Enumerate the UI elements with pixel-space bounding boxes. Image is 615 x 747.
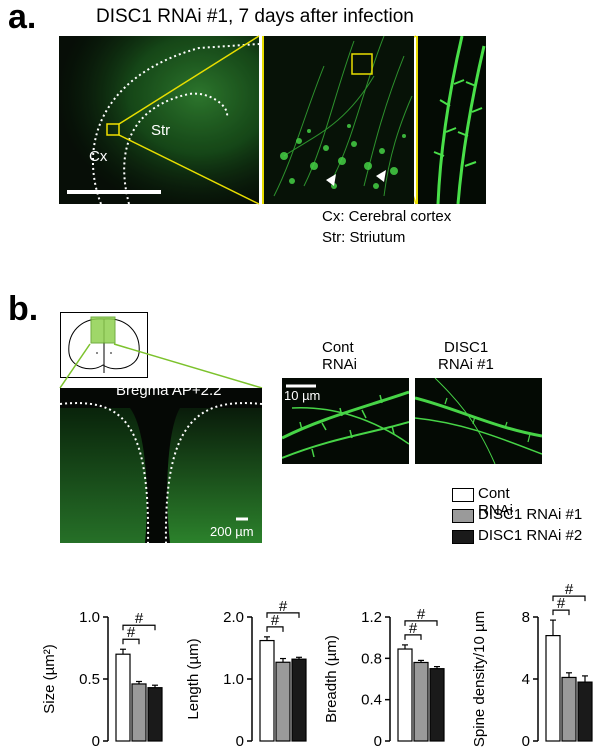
sig-bracket-2-0 xyxy=(404,634,422,640)
legend-swatch-disc1-1 xyxy=(452,509,474,523)
sig-bracket-0-1 xyxy=(122,624,156,631)
brain-section-image: Cx Str xyxy=(59,36,259,204)
y-axis-label-1: Length (µm) xyxy=(185,638,202,719)
y-tick-label-3-0: 0 xyxy=(522,733,530,747)
y-tick-label-2-0: 0 xyxy=(374,733,382,747)
bregma-label: Bregma AP+2.2 xyxy=(116,388,222,399)
neuron-svg xyxy=(264,36,414,204)
panel-a-title: DISC1 RNAi #1, 7 days after infection xyxy=(96,6,414,27)
disc-label-2: RNAi #1 xyxy=(438,356,494,373)
legend-label-disc1-1: DISC1 RNAi #1 xyxy=(478,506,583,523)
legend-label-disc1-2: DISC1 RNAi #2 xyxy=(478,527,583,544)
scale-200-label: 200 µm xyxy=(210,524,254,539)
dendrite-zoom-box xyxy=(351,53,373,75)
bar-1-1 xyxy=(275,661,291,742)
y-axis-label-3: Spine density/10 µm xyxy=(471,611,488,747)
sig-mark-0-1: # xyxy=(135,610,144,627)
arrowhead-left xyxy=(326,174,336,186)
sig-bracket-0-0 xyxy=(122,638,140,645)
bar-2-1 xyxy=(413,661,429,742)
dendrite-svg xyxy=(418,36,486,204)
y-tick-label-2-3: 1.2 xyxy=(361,609,382,626)
sig-mark-1-1: # xyxy=(279,598,288,615)
y-tick-label-0-1: 0.5 xyxy=(79,671,100,688)
cont-dendrite-svg xyxy=(282,378,409,464)
bar-2-2 xyxy=(429,668,445,742)
y-tick-label-3-2: 8 xyxy=(522,609,530,626)
sig-bracket-1-1 xyxy=(266,612,300,618)
sig-bracket-3-0 xyxy=(552,609,570,616)
bar-1-0 xyxy=(259,639,275,742)
sig-mark-3-1: # xyxy=(565,581,574,598)
y-tick-label-2-2: 0.8 xyxy=(361,650,382,667)
y-tick-label-2-1: 0.4 xyxy=(361,692,382,709)
sig-mark-0-0: # xyxy=(127,624,136,641)
schematic-zoom-lines xyxy=(59,343,263,389)
y-axis-label-2: Breadth (µm) xyxy=(323,635,340,723)
scale-10-label: 10 µm xyxy=(284,388,321,403)
disc-label-1: DISC1 xyxy=(444,339,489,356)
brain-section-svg xyxy=(59,36,259,204)
bar-0-2 xyxy=(147,687,163,742)
sig-mark-1-0: # xyxy=(271,612,280,629)
coronal-svg xyxy=(60,388,262,543)
neuron-zoom-image xyxy=(262,36,414,204)
y-tick-label-0-2: 1.0 xyxy=(79,609,100,626)
striatum-boundary xyxy=(123,92,229,204)
disc1-dendrite-svg xyxy=(415,378,542,464)
y-tick-label-0-0: 0 xyxy=(92,733,100,747)
y-tick-label-1-0: 0 xyxy=(236,733,244,747)
panel-b-letter: b. xyxy=(8,290,39,328)
sig-bracket-3-1 xyxy=(552,595,586,602)
label-str: Str xyxy=(151,122,171,139)
legend-swatch-disc1-2 xyxy=(452,530,474,544)
zoom-box xyxy=(106,123,120,136)
legend-label-cont: Cont RNAi xyxy=(478,485,514,519)
y-tick-label-1-2: 2.0 xyxy=(223,609,244,626)
panel-a-letter: a. xyxy=(8,0,37,36)
y-axis-label-0: Size (µm²) xyxy=(41,644,58,713)
y-tick-label-3-1: 4 xyxy=(522,671,530,688)
cont-label-1: Cont xyxy=(322,339,354,356)
bar-2-0 xyxy=(397,648,413,742)
bar-1-2 xyxy=(291,658,307,742)
disc1-dendrite-image xyxy=(415,378,542,464)
sig-bracket-2-1 xyxy=(404,620,438,626)
schematic-svg xyxy=(68,316,140,373)
dendrite-zoom-image xyxy=(416,36,486,204)
arrowhead-right xyxy=(376,170,386,182)
bar-3-1 xyxy=(561,676,577,742)
sig-mark-2-0: # xyxy=(409,620,418,637)
sig-bracket-1-0 xyxy=(266,626,284,632)
bar-0-1 xyxy=(131,683,147,742)
bar-0-0 xyxy=(115,653,131,742)
legend-str: Str: Striutum xyxy=(322,229,406,246)
cont-dendrite-image: 10 µm xyxy=(282,378,409,464)
sig-mark-2-1: # xyxy=(417,606,426,623)
bar-3-2 xyxy=(577,681,593,742)
bar-3-0 xyxy=(545,634,561,742)
legend-swatch-cont xyxy=(452,488,474,502)
label-cx: Cx xyxy=(89,148,108,165)
y-tick-label-1-1: 1.0 xyxy=(223,671,244,688)
cont-label-2: RNAi xyxy=(322,356,358,373)
coronal-section-image: Bregma AP+2.2 200 µm xyxy=(60,388,262,543)
sig-mark-3-0: # xyxy=(557,595,566,612)
legend-cx: Cx: Cerebral cortex xyxy=(322,208,452,225)
